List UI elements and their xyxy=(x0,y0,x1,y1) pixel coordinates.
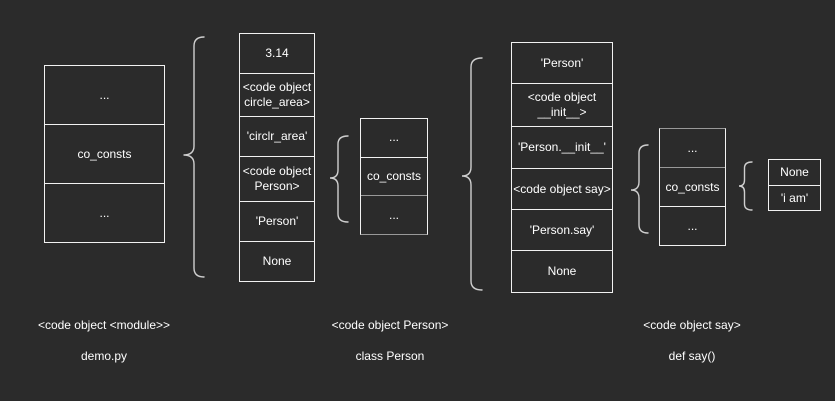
const-value-cell: <code object __init__> xyxy=(512,83,612,126)
ellipsis-cell: ... xyxy=(361,195,427,234)
const-value-cell: 'Person' xyxy=(540,55,584,70)
ellipsis-cell: ... xyxy=(388,130,399,145)
brace-person-cell-to-box xyxy=(329,135,349,223)
const-value-cell: 'Person' xyxy=(240,201,314,241)
say-object-box: ... co_consts ... xyxy=(659,128,726,246)
brace-personbox-to-consts xyxy=(461,57,483,291)
say-caption-name: <code object say> xyxy=(643,318,741,332)
ellipsis-cell: ... xyxy=(660,206,725,245)
brace-module-to-consts xyxy=(183,36,205,278)
ellipsis-cell: ... xyxy=(99,87,110,102)
say-consts-list: None 'i am' xyxy=(768,159,821,211)
person-caption-source: class Person xyxy=(355,349,425,363)
const-value-cell: None xyxy=(512,250,612,292)
const-value-cell: <code object Person> xyxy=(240,156,314,201)
const-value-cell: <code object say> xyxy=(512,168,612,209)
module-consts-list: 3.14 <code object circle_area> 'circlr_a… xyxy=(239,33,315,282)
co-consts-cell: co_consts xyxy=(45,124,164,183)
ellipsis-cell: ... xyxy=(687,140,698,155)
co-consts-cell: co_consts xyxy=(361,156,427,196)
module-caption-name: <code object <module>> xyxy=(37,318,171,332)
const-value-cell: None xyxy=(780,165,809,179)
say-caption-source: def say() xyxy=(668,349,716,363)
person-object-box: ... co_consts ... xyxy=(360,118,428,235)
module-object-box: ... co_consts ... xyxy=(44,65,165,243)
person-caption-name: <code object Person> xyxy=(331,318,449,332)
const-value-cell: 'i am' xyxy=(769,185,820,210)
person-consts-list: 'Person' <code object __init__> 'Person.… xyxy=(511,42,613,293)
const-value-cell: <code object circle_area> xyxy=(240,73,314,116)
const-value-cell: None xyxy=(240,241,314,281)
ellipsis-cell: ... xyxy=(45,183,164,242)
brace-saybox-to-consts xyxy=(738,161,753,211)
const-value-cell: 'Person.say' xyxy=(512,209,612,250)
brace-say-cell-to-box xyxy=(630,144,649,234)
const-value-cell: 'circlr_area' xyxy=(240,116,314,156)
const-value-cell: 'Person.__init__' xyxy=(512,126,612,168)
const-value-cell: 3.14 xyxy=(265,46,289,60)
co-consts-cell: co_consts xyxy=(660,167,725,206)
module-caption-source: demo.py xyxy=(80,349,128,363)
